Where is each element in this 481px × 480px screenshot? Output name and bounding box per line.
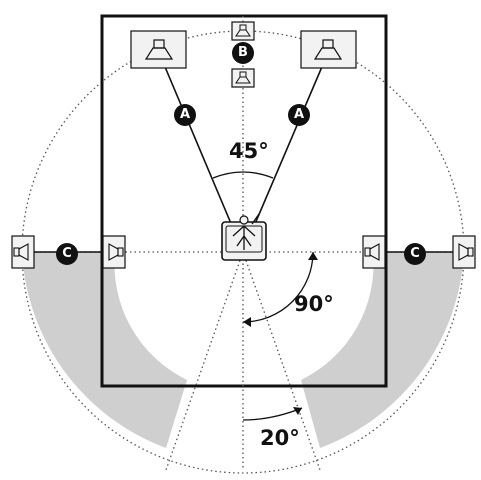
- badge-a-right-label: A: [293, 107, 305, 122]
- center-speaker-top-icon: [231, 21, 255, 41]
- angle-label-45: 45°: [229, 139, 269, 163]
- badge-a-left-label: A: [179, 107, 191, 122]
- listener-sofa-icon: [221, 213, 267, 261]
- badge-c-left-label: C: [62, 246, 72, 261]
- arc-90-arrowhead-top: [308, 252, 318, 260]
- badge-c-right: [404, 243, 426, 265]
- front-left-speaker-icon: [130, 30, 187, 69]
- arc-90-arrowhead: [243, 317, 251, 327]
- arc-45: [212, 171, 274, 179]
- badge-a-left: [174, 104, 196, 126]
- side-right-speaker-icon: [362, 235, 386, 269]
- angle-label-20: 20°: [260, 426, 300, 450]
- arc-90: [242, 251, 314, 323]
- arc-20: [242, 407, 303, 421]
- badge-b-label: B: [238, 45, 248, 60]
- surround-right-speaker-icon: [452, 235, 476, 269]
- shaded-zone-right: [301, 252, 464, 448]
- surround-left-speaker-icon: [11, 235, 35, 269]
- shaded-zone-left: [22, 252, 187, 448]
- rear-left-guide: [165, 251, 244, 471]
- angle-label-90: 90°: [294, 292, 334, 316]
- badge-c-right-label: C: [410, 246, 420, 261]
- front-right-speaker-icon: [300, 30, 357, 69]
- badge-b: [232, 42, 254, 64]
- line-a-right: [242, 54, 328, 253]
- room-outline: [100, 14, 388, 388]
- center-speaker-bottom-icon: [231, 68, 255, 88]
- arc-20-arrowhead: [293, 407, 302, 415]
- badge-c-left: [56, 243, 78, 265]
- line-a-left: [159, 54, 244, 253]
- side-left-speaker-icon: [102, 235, 126, 269]
- badge-a-right: [288, 104, 310, 126]
